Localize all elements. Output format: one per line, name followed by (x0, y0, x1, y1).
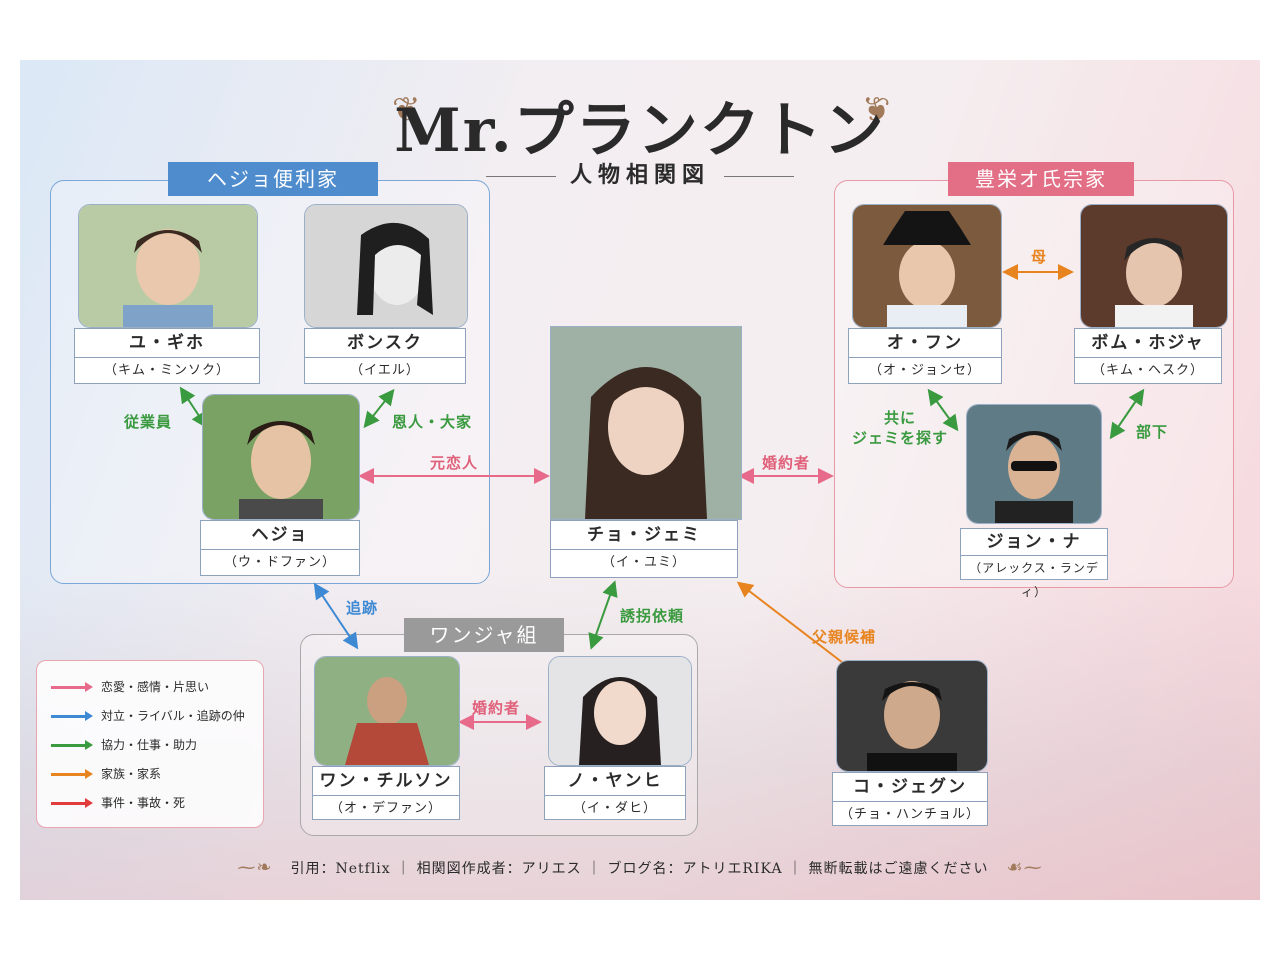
character-card-hejo: ヘジョ （ウ・ドファン） (200, 520, 360, 576)
character-card-bonsuku: ボンスク （イエル） (304, 328, 466, 384)
flourish-icon: ❦ (392, 90, 421, 130)
actor-name: （オ・デファン） (329, 801, 442, 816)
character-name: チョ・ジェミ (551, 521, 737, 550)
legend-item-rivalry: 対立・ライバル・追跡の仲 (51, 706, 245, 726)
group-wanja-label: ワンジャ組 (404, 618, 564, 652)
actor-name: （ウ・ドファン） (223, 555, 336, 570)
portrait-icon (78, 204, 258, 328)
footer-text: 引用：Netflix ｜ 相関図作成者：アリエス ｜ ブログ名：アトリエRIKA… (290, 861, 989, 877)
page-subtitle: 人物相関図 (0, 157, 1280, 189)
relation-ex-lover: 元恋人 (430, 454, 479, 472)
portrait-icon (852, 204, 1002, 328)
relation-fiance2: 婚約者 (472, 699, 521, 717)
group-hoyoung-label: 豊栄オ氏宗家 (948, 162, 1134, 196)
arrow-subordinate (1109, 388, 1145, 440)
relation-search-jemi: 共に ジェミを探す (851, 409, 948, 447)
arrow-employee (179, 386, 208, 429)
character-name: ワン・チルソン (313, 767, 459, 796)
relation-employee: 従業員 (124, 413, 173, 431)
relation-father-candidate: 父親候補 (812, 628, 877, 646)
legend-item-family: 家族・家系 (51, 764, 161, 784)
arrow-landlord (363, 388, 395, 429)
relation-landlord: 恩人・大家 (392, 413, 473, 431)
portrait-icon (314, 656, 460, 766)
portrait-icon (1080, 204, 1228, 328)
relation-mother: 母 (1031, 248, 1048, 266)
character-name: ジョン・ナ (961, 529, 1107, 556)
legend: 恋愛・感情・片思い 対立・ライバル・追跡の仲 協力・仕事・助力 家族・家系 事件… (36, 660, 264, 828)
legend-item-incident: 事件・事故・死 (51, 793, 185, 813)
actor-name: （チョ・ハンチョル） (839, 807, 980, 822)
portrait-icon (548, 656, 692, 766)
portrait-icon (304, 204, 468, 328)
relation-subordinate: 部下 (1136, 423, 1169, 441)
portrait-icon (202, 394, 360, 520)
arrow-chase (313, 582, 359, 650)
character-name: ボム・ホジャ (1075, 329, 1221, 358)
actor-name: （イ・ダヒ） (572, 801, 657, 816)
character-name: オ・フン (849, 329, 1001, 358)
portrait-icon (966, 404, 1102, 524)
character-card-ofun: オ・フン （オ・ジョンセ） (848, 328, 1002, 384)
arrow-kidnap (588, 580, 618, 650)
legend-item-romance: 恋愛・感情・片思い (51, 677, 209, 697)
character-card-bomhojya: ボム・ホジャ （キム・ヘスク） (1074, 328, 1222, 384)
character-card-jonna: ジョン・ナ （アレックス・ランディ） (960, 528, 1108, 599)
relation-chase: 追跡 (346, 599, 379, 617)
character-name: ヘジョ (201, 521, 359, 550)
portrait-icon (836, 660, 988, 772)
character-name: ボンスク (305, 329, 465, 358)
character-card-kojegun: コ・ジェグン （チョ・ハンチョル） (832, 772, 988, 826)
actor-name: （アレックス・ランディ） (969, 561, 1099, 599)
portrait-icon (550, 326, 742, 520)
relation-fiance1: 婚約者 (762, 454, 811, 472)
flourish-icon: ☙⁓ (1006, 857, 1043, 878)
character-name: コ・ジェグン (833, 773, 987, 802)
footer-credit: ⁓❧ 引用：Netflix ｜ 相関図作成者：アリエス ｜ ブログ名：アトリエRI… (0, 857, 1280, 878)
character-card-wanchirusun: ワン・チルソン （オ・デファン） (312, 766, 460, 820)
actor-name: （オ・ジョンセ） (868, 363, 981, 378)
legend-item-cooperation: 協力・仕事・助力 (51, 735, 197, 755)
actor-name: （イ・ユミ） (601, 555, 686, 570)
actor-name: （キム・ヘスク） (1091, 363, 1204, 378)
character-card-yugiho: ユ・ギホ （キム・ミンソク） (74, 328, 260, 384)
relation-kidnap: 誘拐依頼 (620, 607, 685, 625)
subtitle-text: 人物相関図 (569, 162, 710, 188)
page-title: Mr.プランクトン (394, 96, 886, 166)
arrow-search-jemi (927, 388, 959, 432)
actor-name: （キム・ミンソク） (103, 363, 230, 378)
character-card-noyanhi: ノ・ヤンヒ （イ・ダヒ） (544, 766, 686, 820)
character-card-jemi: チョ・ジェミ （イ・ユミ） (550, 520, 738, 578)
flourish-icon: ⁓❧ (237, 857, 273, 878)
arrow-father-candidate (736, 581, 864, 679)
character-name: ノ・ヤンヒ (545, 767, 685, 796)
character-name: ユ・ギホ (75, 329, 259, 358)
actor-name: （イエル） (350, 363, 420, 378)
group-hejo-label: ヘジョ便利家 (168, 162, 378, 196)
